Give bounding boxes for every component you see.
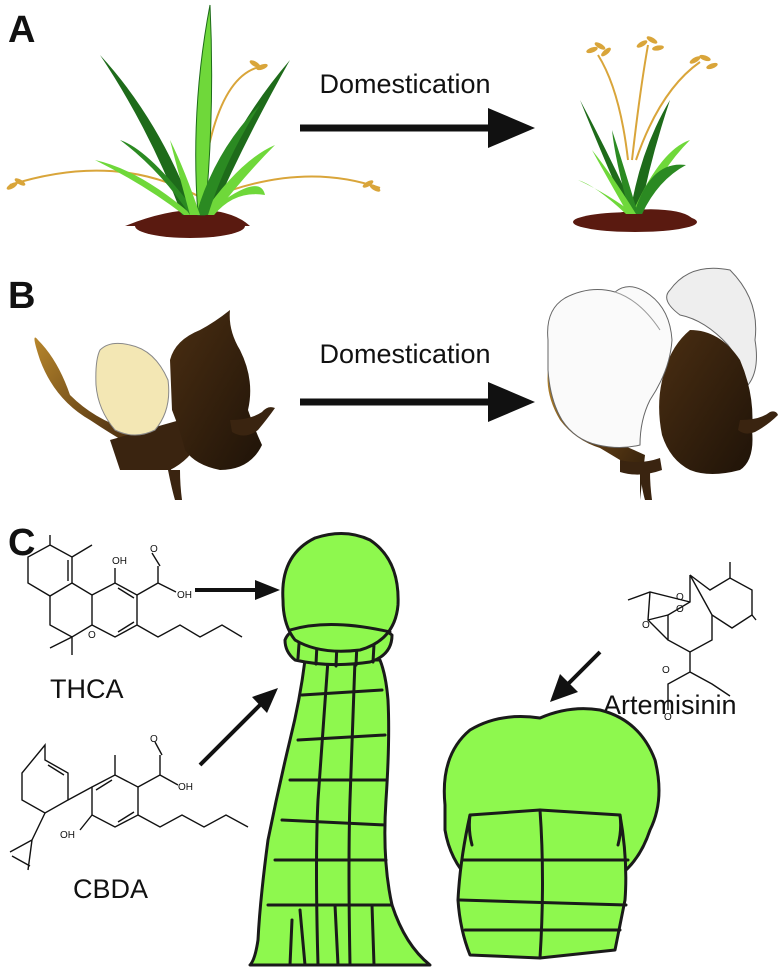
panicle-stem: [631, 44, 649, 161]
panel-b: B Domestication: [8, 267, 778, 500]
artemisinin-label: Artemisinin: [603, 690, 737, 720]
grain-cluster: [6, 60, 381, 192]
hydroxyl-atom: OH: [178, 782, 193, 793]
trichome-head: [281, 532, 400, 653]
panicle-stem: [635, 61, 701, 161]
oxygen-atom: O: [664, 712, 672, 723]
thca-structure: OH OH O O: [27, 535, 243, 655]
grain-cluster: [586, 36, 718, 70]
domestication-label-b: Domestication: [319, 339, 490, 369]
wild-cotton-boll: [34, 310, 275, 500]
cbda-structure: O OH OH: [9, 734, 249, 871]
panel-b-letter: B: [8, 275, 35, 317]
oxygen-atom: O: [150, 734, 158, 745]
oxygen-atom: O: [642, 620, 650, 631]
oxygen-atom: O: [150, 544, 158, 555]
panel-a: A: [6, 4, 718, 238]
bract-right: [659, 330, 753, 474]
cbda-arrow: [198, 703, 262, 767]
panicle-stem: [597, 54, 629, 161]
oxygen-atom: O: [676, 604, 684, 615]
arrow-head: [488, 382, 535, 422]
leaves: [95, 4, 290, 216]
oxygen-atom: O: [676, 592, 684, 603]
glandular-trichome-artemisia: [442, 707, 661, 960]
oxygen-atom: O: [88, 630, 96, 641]
domesticated-cotton-boll: [547, 267, 778, 500]
oxygen-atom: O: [662, 665, 670, 676]
bract-left: [34, 337, 175, 500]
arrow-head: [488, 108, 535, 148]
cbda-label: CBDA: [73, 874, 148, 904]
hydroxyl-atom: OH: [177, 590, 192, 601]
domesticated-rice-plant: [573, 36, 718, 232]
panel-c-letter: C: [8, 522, 35, 564]
wild-rice-plant: [6, 4, 381, 238]
panel-c: C OH OH O O THCA O OH OH CBDA: [8, 522, 757, 967]
domestication-label-a: Domestication: [319, 69, 490, 99]
hydroxyl-atom: OH: [112, 556, 127, 567]
wild-fiber: [95, 342, 170, 436]
domesticated-fiber-front: [547, 286, 673, 448]
leaves: [578, 100, 690, 214]
trichome-stalk: [248, 658, 432, 967]
hydroxyl-atom: OH: [60, 830, 75, 841]
artemisinin-arrow: [566, 650, 602, 686]
artemisinin-structure: O O O O O: [627, 562, 757, 723]
thca-label: THCA: [50, 674, 124, 704]
glandular-trichome-cannabis: [248, 532, 432, 967]
panel-a-letter: A: [8, 9, 35, 51]
